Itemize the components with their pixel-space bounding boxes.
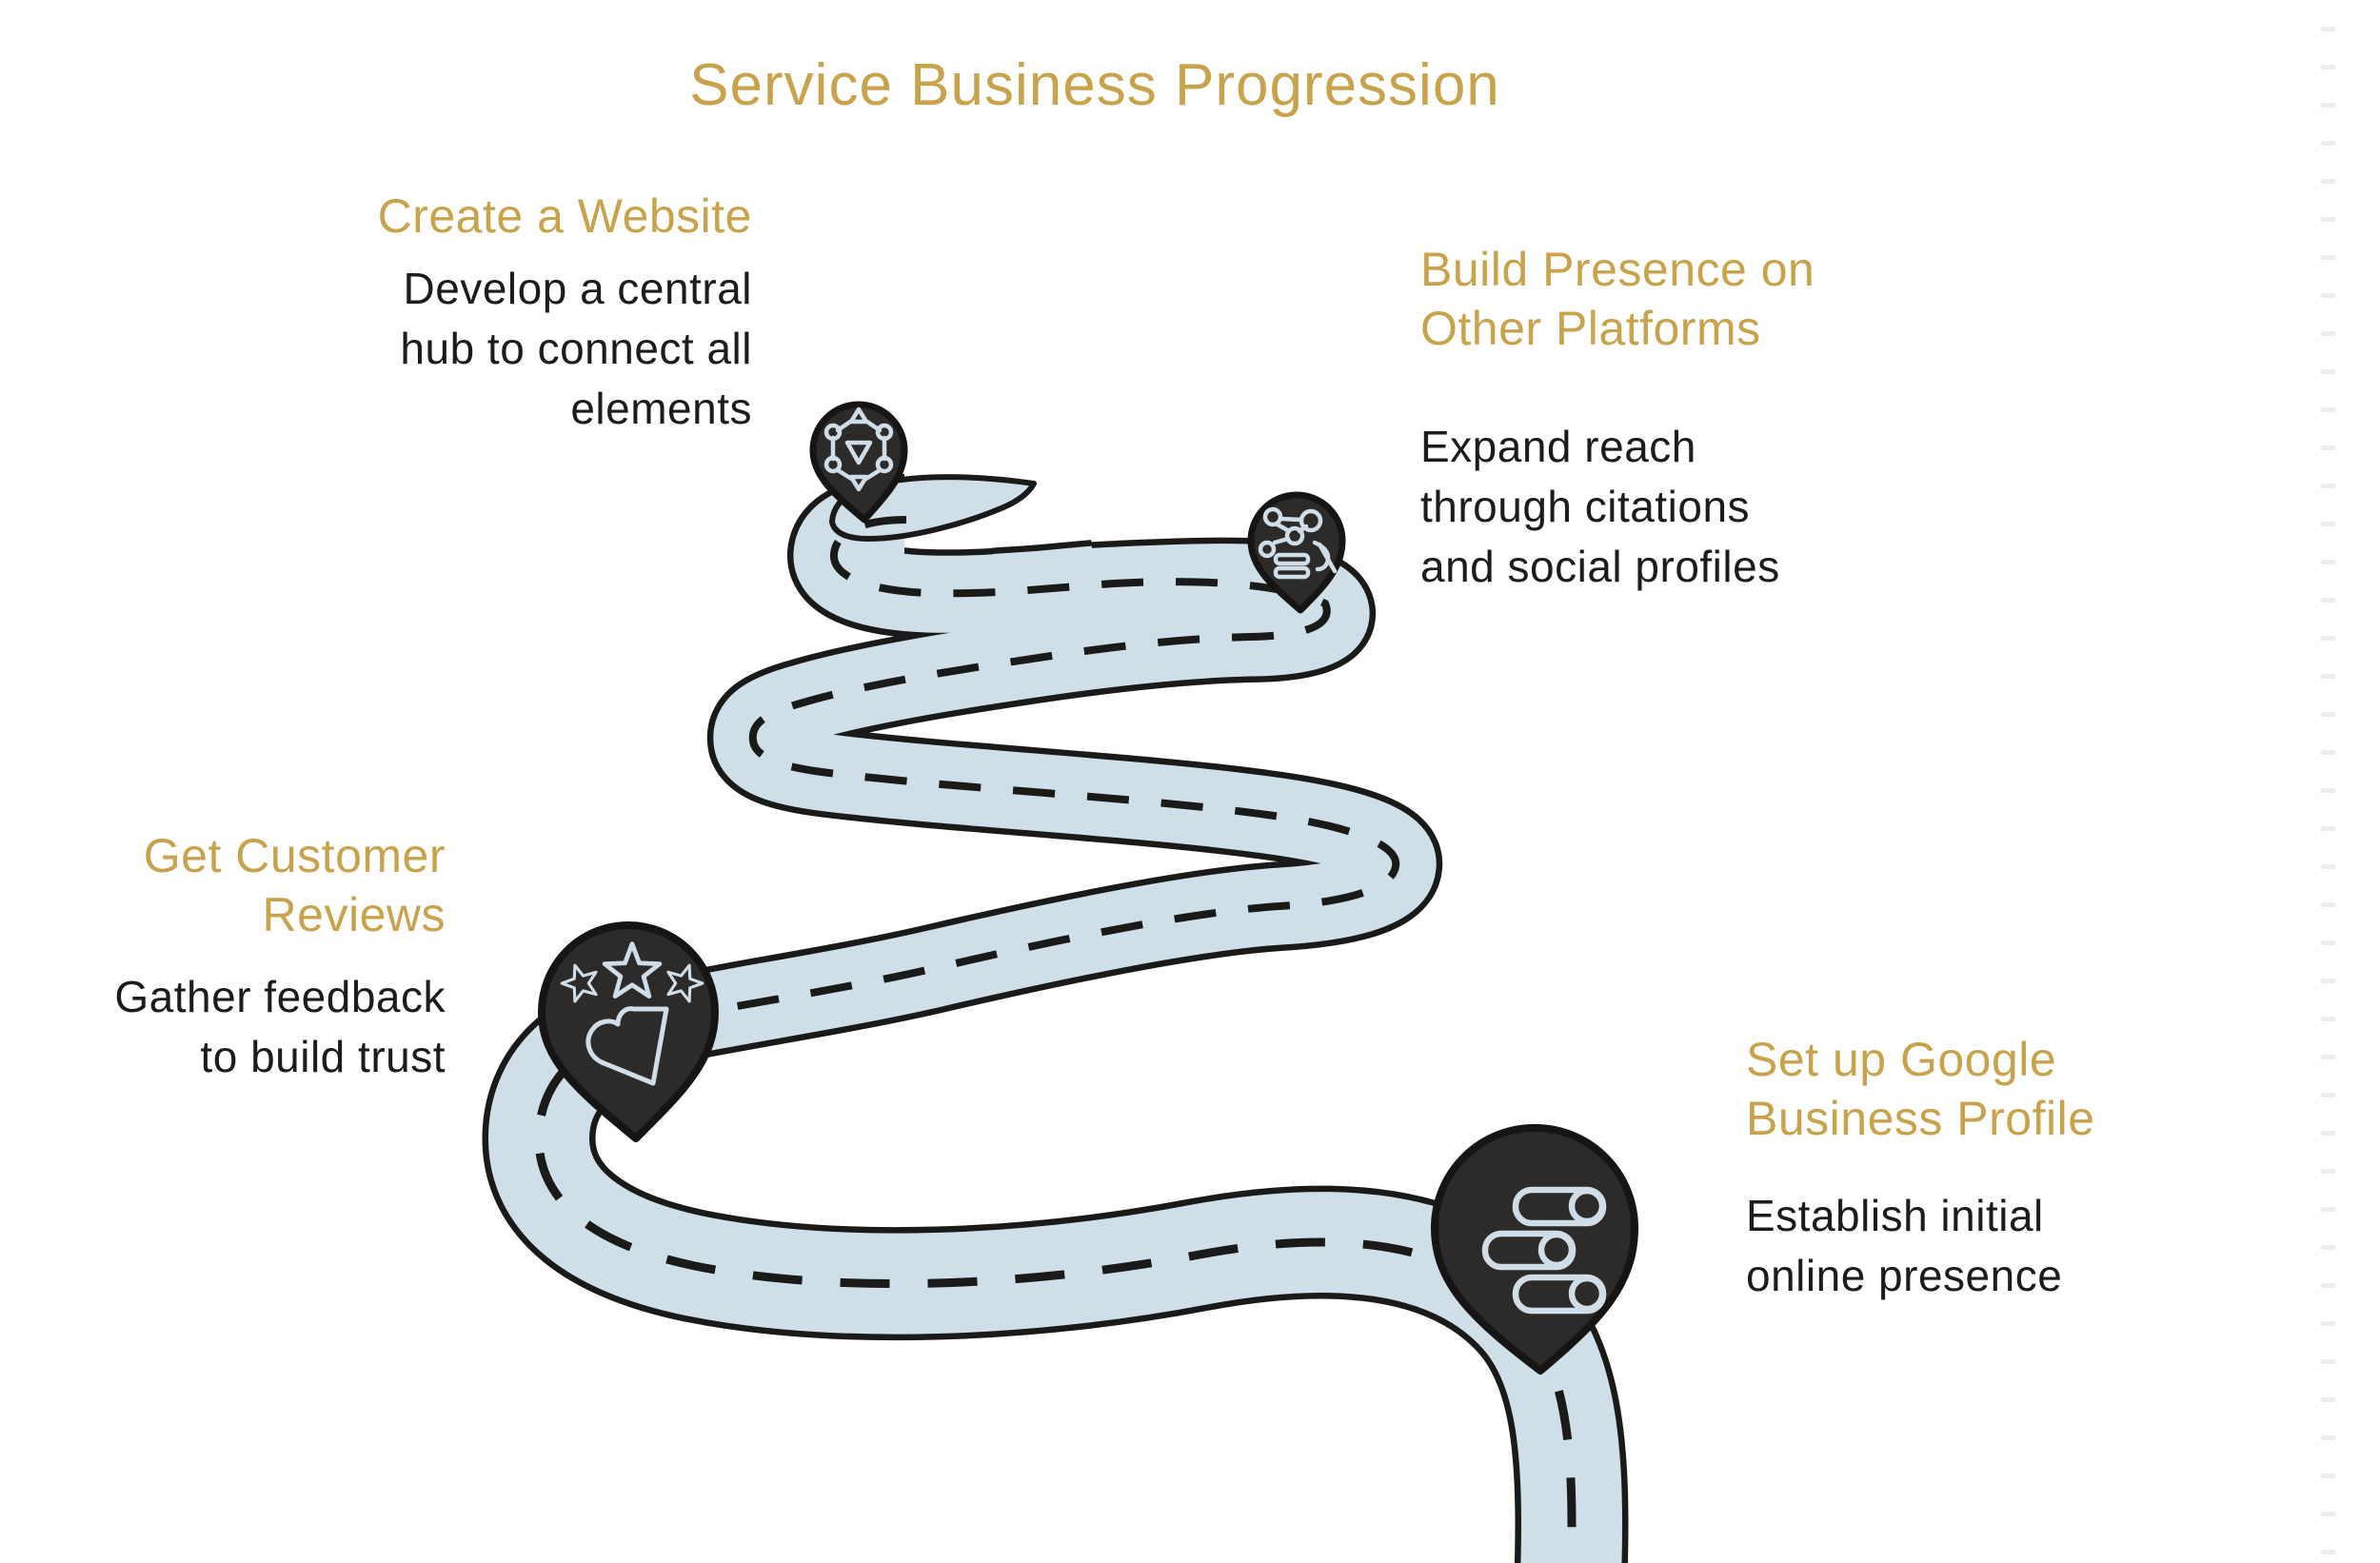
heading-line: Set up Google [1746,1033,2057,1086]
milestone-build-presence: Build Presence on Other Platforms Expand… [1420,240,1992,597]
body-line: and social profiles [1420,542,1780,591]
milestone-heading: Build Presence on Other Platforms [1420,240,1992,358]
milestone-customer-reviews: Get Customer Reviews Gather feedback to … [29,826,446,1087]
heading-line: Get Customer [143,829,446,882]
pin-customer-reviews [538,921,719,1142]
body-line: Gather feedback [114,972,446,1021]
toggle-switches-icon [1481,1186,1607,1315]
body-line: online presence [1746,1251,2063,1300]
network-hub-icon [823,406,894,492]
body-line: Expand reach [1420,422,1696,471]
milestone-create-website: Create a Website Develop a central hub t… [219,187,752,439]
milestone-description: Gather feedback to build trust [29,967,446,1087]
milestone-heading: Create a Website [219,187,752,246]
heading-line: Create a Website [377,189,752,243]
edge-tick-marks [2321,27,2335,1559]
heading-line: Build Presence on [1420,243,1815,296]
body-line: Establish initial [1746,1191,2044,1240]
pin-create-website [809,401,908,524]
milestone-description: Establish initial online presence [1746,1186,2336,1306]
milestone-heading: Set up Google Business Profile [1746,1030,2336,1148]
body-line: to build trust [200,1032,446,1081]
milestone-description: Develop a central hub to connect all ele… [219,259,752,439]
star-rating-thumbs-up-icon [556,944,708,1086]
heading-line: Reviews [262,888,446,941]
milestone-google-business-profile: Set up Google Business Profile Establish… [1746,1030,2336,1306]
page-title: Service Business Progression [689,52,1500,118]
citations-network-icon [1258,506,1338,580]
body-line: through citations [1420,482,1751,531]
milestone-heading: Get Customer Reviews [29,826,446,944]
pin-google-business-profile [1431,1124,1638,1375]
body-line: Develop a central [403,264,752,313]
pin-build-presence [1247,491,1346,614]
heading-line: Other Platforms [1420,302,1761,355]
body-line: hub to connect all [400,324,752,373]
heading-line: Business Profile [1746,1092,2095,1145]
body-line: elements [570,384,752,433]
milestone-description: Expand reach through citations and socia… [1420,417,1992,597]
